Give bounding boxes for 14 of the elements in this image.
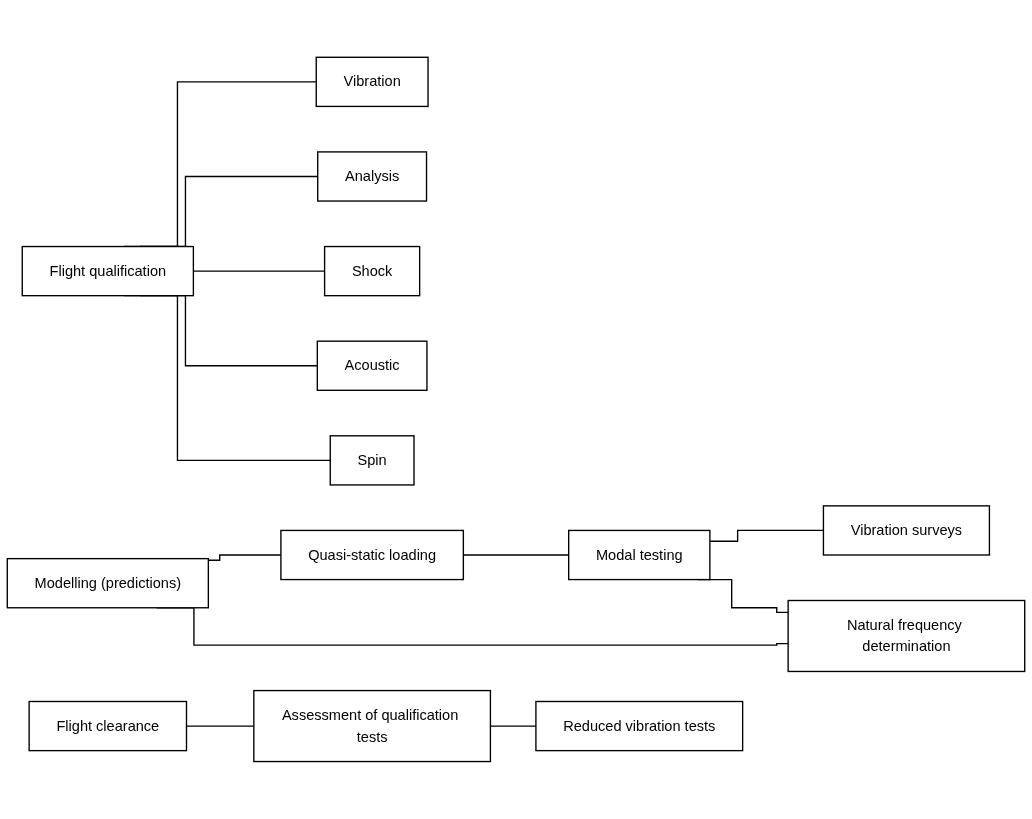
node-box: Modal testing bbox=[568, 529, 711, 581]
node-box: Flight qualification bbox=[21, 245, 195, 297]
node-box: Spin bbox=[329, 435, 415, 486]
node-box: Acoustic bbox=[316, 340, 428, 392]
node-box: Flight clearance bbox=[28, 700, 188, 752]
node-box: Quasi-static loading bbox=[280, 529, 465, 581]
node-box: Analysis bbox=[317, 151, 428, 202]
node-box: Assessment of qualification tests bbox=[253, 689, 492, 763]
node-box: Shock bbox=[323, 245, 421, 297]
node-box: Vibration surveys bbox=[822, 505, 991, 556]
node-box: Modelling (predictions) bbox=[6, 558, 209, 609]
node-box: Reduced vibration tests bbox=[535, 700, 744, 752]
node-box: Vibration bbox=[315, 56, 429, 108]
node-box: Natural frequency determination bbox=[787, 599, 1026, 673]
